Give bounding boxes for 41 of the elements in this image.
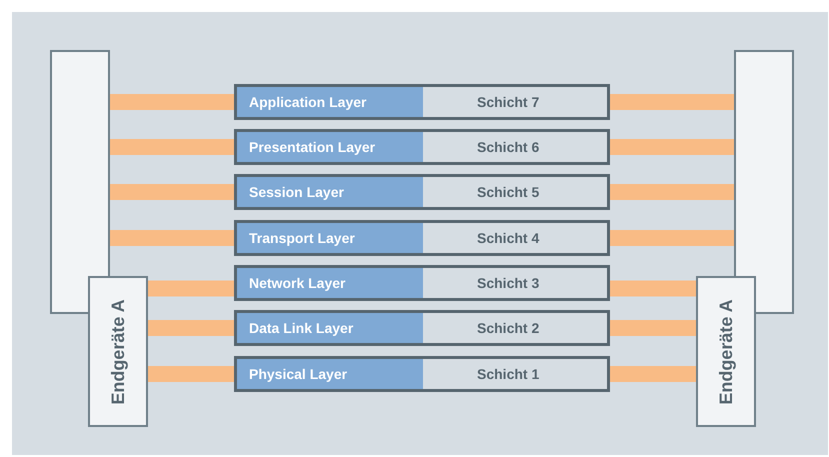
layer-number: Schicht 5 bbox=[477, 184, 540, 200]
layer-name: Network Layer bbox=[249, 274, 346, 292]
layer-bar bbox=[234, 84, 610, 120]
connector-band bbox=[110, 230, 234, 246]
device-panel bbox=[734, 50, 794, 314]
connector-band bbox=[610, 366, 696, 382]
connector-band bbox=[610, 280, 696, 296]
layer-name: Physical Layer bbox=[249, 366, 348, 382]
layer-number: Schicht 7 bbox=[477, 94, 540, 110]
layer-bar bbox=[234, 356, 610, 392]
connector-band bbox=[610, 320, 696, 336]
layer-name: Presentation Layer bbox=[249, 138, 376, 156]
layer-bar bbox=[234, 220, 610, 256]
layer-number: Schicht 3 bbox=[477, 274, 540, 292]
connector-band bbox=[610, 139, 734, 155]
layer-bar bbox=[234, 129, 610, 165]
layer-number: Schicht 4 bbox=[477, 230, 540, 246]
connector-band bbox=[110, 139, 234, 155]
connector-band bbox=[148, 280, 234, 296]
layer-bar bbox=[234, 265, 610, 301]
connector-band bbox=[110, 94, 234, 110]
connector-band bbox=[148, 366, 234, 382]
device-label: Endgeräte A bbox=[716, 298, 736, 404]
layer-name: Transport Layer bbox=[249, 230, 355, 246]
connector-band bbox=[610, 94, 734, 110]
device-panel bbox=[50, 50, 110, 314]
layer-bar bbox=[234, 310, 610, 346]
layer-number: Schicht 2 bbox=[477, 320, 540, 336]
layer-name: Application Layer bbox=[249, 94, 366, 110]
connector-band bbox=[610, 184, 734, 200]
layer-number: Schicht 6 bbox=[477, 138, 540, 156]
layer-name: Data Link Layer bbox=[249, 320, 354, 336]
device-label: Endgeräte A bbox=[108, 298, 128, 404]
layer-name: Session Layer bbox=[249, 184, 344, 200]
device-box bbox=[88, 276, 148, 427]
layer-number: Schicht 1 bbox=[477, 366, 540, 382]
connector-band bbox=[610, 230, 734, 246]
device-box bbox=[696, 276, 756, 427]
connector-band bbox=[110, 184, 234, 200]
connector-band bbox=[148, 320, 234, 336]
layer-bar bbox=[234, 174, 610, 210]
